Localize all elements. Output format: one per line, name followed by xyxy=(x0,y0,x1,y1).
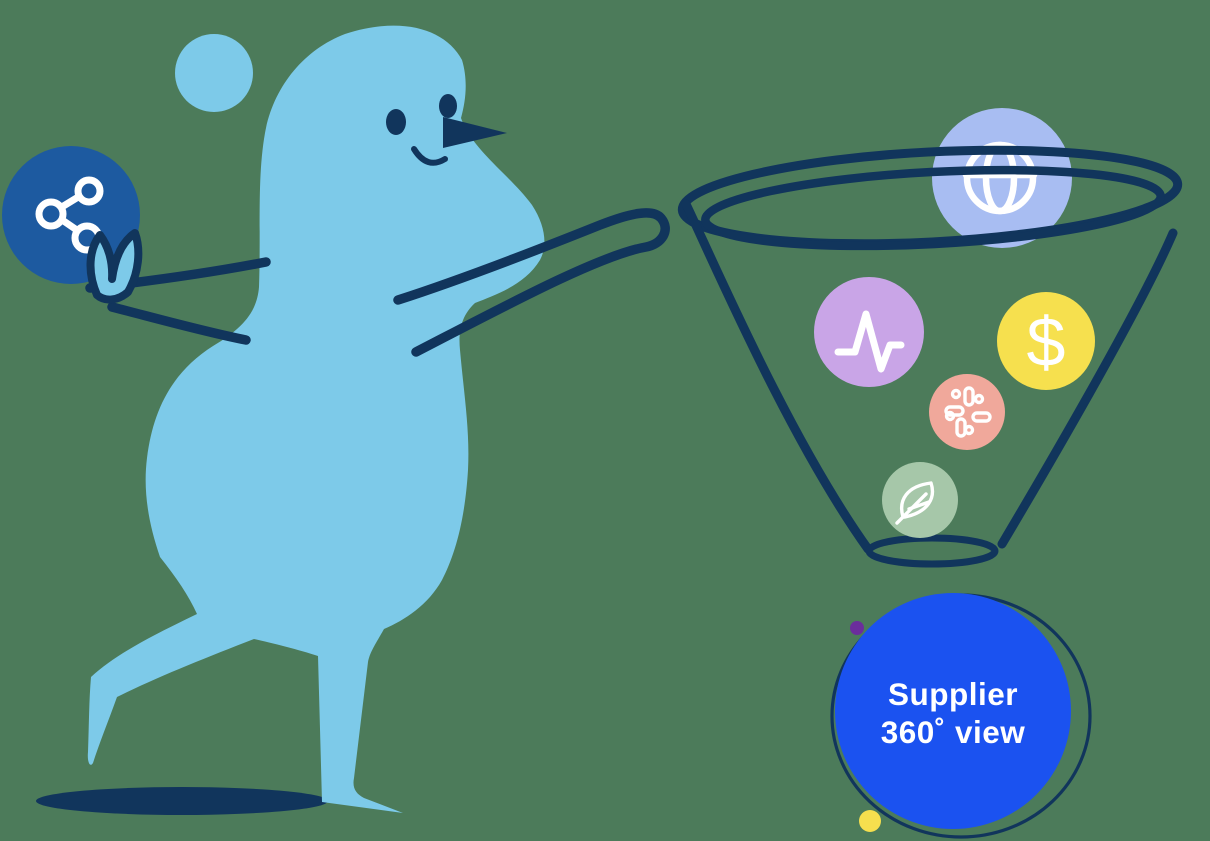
funnel-left-wall xyxy=(681,199,873,554)
source-bubble-dollar: $ xyxy=(997,292,1095,390)
activity-pulse-icon xyxy=(834,310,905,373)
right-eye xyxy=(439,94,457,118)
globe-icon xyxy=(962,141,1038,215)
orbit-dot-purple xyxy=(850,621,864,635)
floating-bubble xyxy=(175,34,253,112)
funnel-right-wall xyxy=(997,228,1178,549)
supplier-circle-label-line2: 360˚ view xyxy=(881,714,1026,750)
right-arm xyxy=(393,208,670,357)
funnel-spout xyxy=(865,534,999,568)
slack-icon xyxy=(944,386,992,438)
character-face xyxy=(386,94,507,166)
character-body xyxy=(87,25,545,814)
source-bubble-pulse xyxy=(814,277,924,387)
share-icon xyxy=(35,176,104,254)
funnel-rim-inner xyxy=(701,165,1165,251)
left-hand-fingers xyxy=(86,229,143,304)
source-bubble-slack xyxy=(929,374,1005,450)
character xyxy=(2,25,670,814)
smile-mouth xyxy=(411,146,448,166)
character-arms xyxy=(85,208,670,357)
supplier-circle xyxy=(835,593,1071,829)
source-bubble-feather xyxy=(882,462,958,538)
feather-icon xyxy=(895,481,934,525)
orbit-dot-yellow xyxy=(859,810,881,832)
left-eye xyxy=(386,109,406,135)
ground-shadow xyxy=(36,787,328,815)
beak-nose xyxy=(443,117,507,148)
source-bubble-globe xyxy=(932,108,1072,248)
funnel xyxy=(677,145,1183,568)
supplier-circle-label-line1: Supplier xyxy=(888,676,1018,712)
dollar-icon: $ xyxy=(1027,303,1066,381)
supplier-360-group: Supplier 360˚ view xyxy=(830,593,1092,839)
left-arm-lower xyxy=(107,302,251,345)
